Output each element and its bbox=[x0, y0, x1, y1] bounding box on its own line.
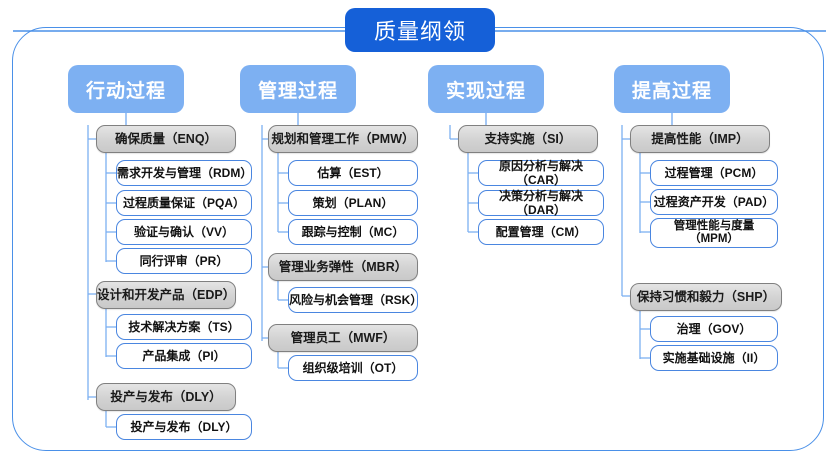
leaf-box-cm[interactable]: 配置管理（CM） bbox=[478, 219, 604, 245]
leaf-box-ii[interactable]: 实施基础设施（II） bbox=[650, 345, 778, 371]
leaf-box-est[interactable]: 估算（EST） bbox=[288, 160, 418, 186]
leaf-box-rsk[interactable]: 风险与机会管理（RSK） bbox=[288, 287, 422, 313]
group-box-enq[interactable]: 确保质量（ENQ） bbox=[96, 125, 236, 153]
leaf-box-dly[interactable]: 投产与发布（DLY） bbox=[116, 414, 252, 440]
leaf-box-mpm[interactable]: 管理性能与度量 （MPM） bbox=[650, 218, 778, 248]
leaf-box-rdm[interactable]: 需求开发与管理（RDM） bbox=[116, 160, 252, 186]
leaf-box-ot[interactable]: 组织级培训（OT） bbox=[288, 355, 418, 381]
leaf-box-dar[interactable]: 决策分析与解决（DAR） bbox=[478, 189, 604, 217]
group-box-dly[interactable]: 投产与发布（DLY） bbox=[96, 383, 236, 411]
leaf-box-pcm[interactable]: 过程管理（PCM） bbox=[650, 160, 778, 186]
column-header-action[interactable]: 行动过程 bbox=[68, 65, 184, 113]
leaf-box-mc[interactable]: 跟踪与控制（MC） bbox=[288, 219, 418, 245]
leaf-box-ts[interactable]: 技术解决方案（TS） bbox=[116, 314, 252, 340]
column-header-improvement[interactable]: 提高过程 bbox=[614, 65, 730, 113]
leaf-box-pr[interactable]: 同行评审（PR） bbox=[116, 248, 252, 274]
leaf-box-gov[interactable]: 治理（GOV） bbox=[650, 316, 778, 342]
leaf-box-plan[interactable]: 策划（PLAN） bbox=[288, 190, 418, 216]
group-box-mwf[interactable]: 管理员工（MWF） bbox=[268, 324, 418, 352]
leaf-box-pqa[interactable]: 过程质量保证（PQA） bbox=[116, 190, 252, 216]
root-title[interactable]: 质量纲领 bbox=[345, 8, 495, 52]
column-header-management[interactable]: 管理过程 bbox=[240, 65, 356, 113]
column-header-implementation[interactable]: 实现过程 bbox=[428, 65, 544, 113]
group-box-edp[interactable]: 设计和开发产品（EDP） bbox=[96, 281, 236, 309]
group-box-pmw[interactable]: 规划和管理工作（PMW） bbox=[268, 125, 418, 153]
group-box-shp[interactable]: 保持习惯和毅力（SHP） bbox=[630, 283, 782, 311]
leaf-box-car[interactable]: 原因分析与解决（CAR） bbox=[478, 159, 604, 187]
leaf-box-pi[interactable]: 产品集成（PI） bbox=[116, 343, 252, 369]
group-box-imp[interactable]: 提高性能（IMP） bbox=[630, 125, 770, 153]
leaf-box-pad[interactable]: 过程资产开发（PAD） bbox=[650, 189, 778, 215]
leaf-box-vv[interactable]: 验证与确认（VV） bbox=[116, 219, 252, 245]
group-box-si[interactable]: 支持实施（SI） bbox=[458, 125, 598, 153]
group-box-mbr[interactable]: 管理业务弹性（MBR） bbox=[268, 253, 418, 281]
